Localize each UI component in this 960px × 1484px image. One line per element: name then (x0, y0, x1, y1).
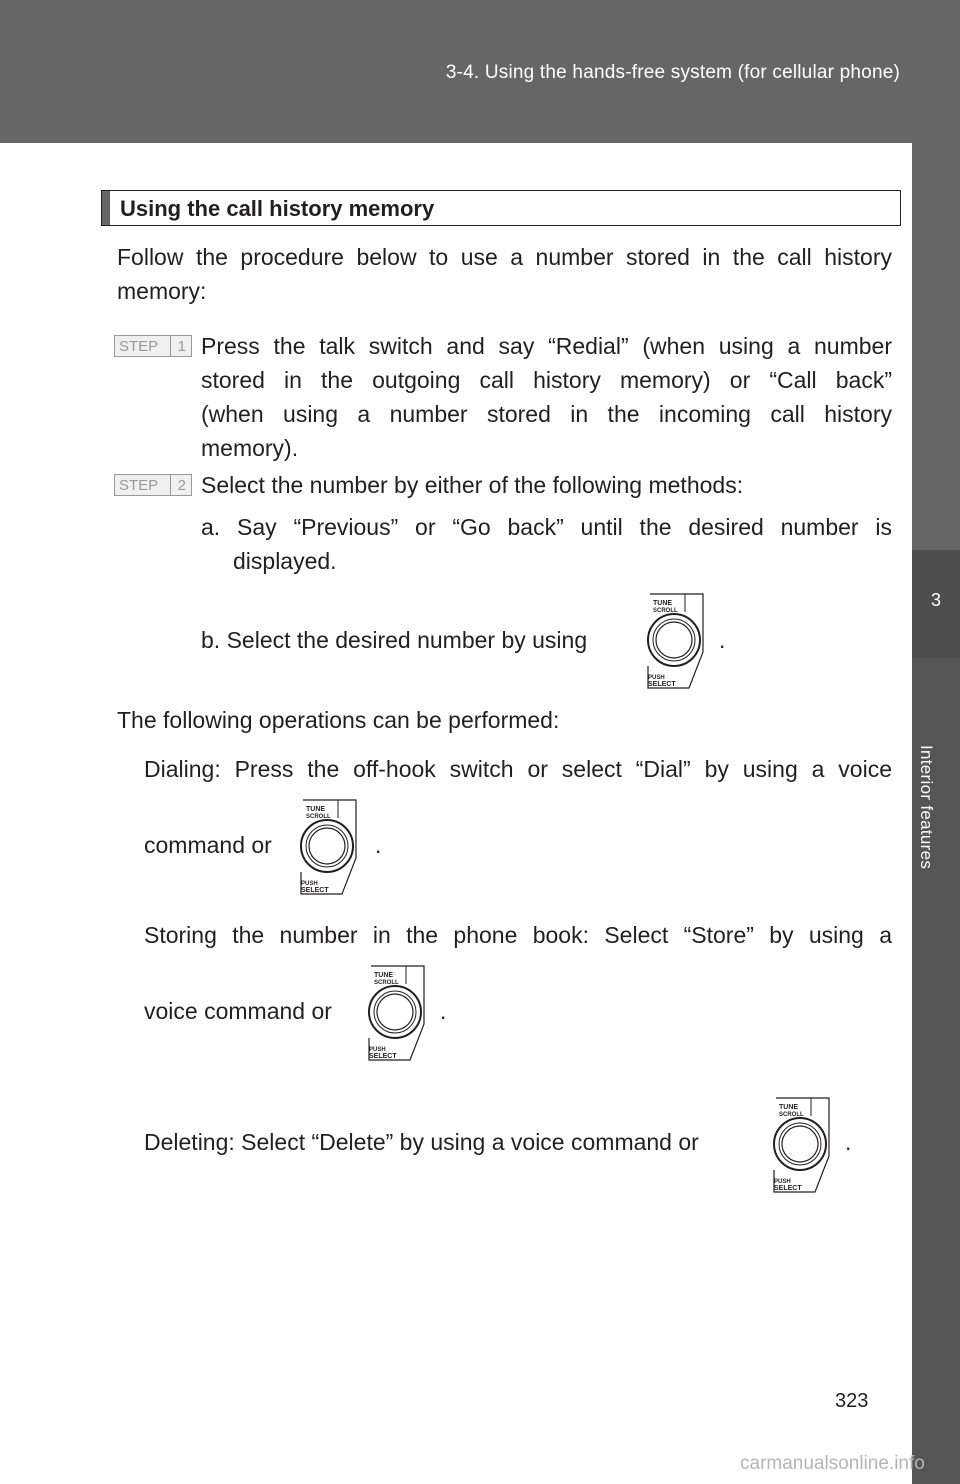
method-a-line-1: a. Say “Previous” or “Go back” until the… (201, 514, 892, 540)
tune-scroll-knob-icon: TUNE SCROLL PUSH SELECT (647, 593, 704, 689)
step-2-divider (170, 475, 171, 495)
step-1-line-1: Press the talk switch and say “Redial” (… (201, 333, 892, 359)
dialing-line-2: command or (144, 832, 272, 858)
chapter-label: Interior features (917, 745, 936, 870)
page-number: 323 (835, 1390, 869, 1412)
knob-label-select: SELECT (774, 1185, 802, 1192)
page-header: 3-4. Using the hands-free system (for ce… (0, 0, 960, 143)
knob-label-push: PUSH (648, 675, 665, 681)
side-tab-chapter (912, 550, 960, 658)
knob-label-scroll: SCROLL (653, 608, 678, 614)
step-1-line-2: stored in the outgoing call history memo… (201, 367, 892, 393)
deleting-period: . (845, 1129, 852, 1155)
deleting-line: Deleting: Select “Delete” by using a voi… (144, 1129, 699, 1155)
step-1-number: 1 (177, 338, 186, 355)
knob-label-tune: TUNE (653, 600, 672, 607)
knob-label-push: PUSH (301, 881, 318, 887)
step-1-word: STEP (119, 338, 159, 355)
method-a-line-2: displayed. (233, 548, 337, 574)
knob-label-select: SELECT (369, 1053, 397, 1060)
knob-label-select: SELECT (301, 887, 329, 894)
step-1-line-3: (when using a number stored in the incom… (201, 401, 892, 427)
knob-label-push: PUSH (774, 1179, 791, 1185)
knob-label-tune: TUNE (374, 972, 393, 979)
knob-label-scroll: SCROLL (779, 1112, 804, 1118)
tune-scroll-knob-icon: TUNE SCROLL PUSH SELECT (368, 965, 425, 1061)
knob-label-scroll: SCROLL (306, 814, 331, 820)
storing-line-2: voice command or (144, 998, 332, 1024)
knob-label-push: PUSH (369, 1047, 386, 1053)
watermark: carmanualsonline.info (740, 1453, 925, 1474)
step-1-badge: STEP 1 (114, 335, 192, 357)
side-tab-top (912, 143, 960, 550)
side-tab-bottom (912, 658, 960, 1484)
intro-line-2: memory: (117, 278, 207, 304)
operations-intro: The following operations can be performe… (117, 707, 560, 733)
method-b-period: . (719, 627, 726, 653)
storing-line-1: Storing the number in the phone book: Se… (144, 922, 892, 948)
section-heading: Using the call history memory (101, 190, 901, 226)
dialing-line-1: Dialing: Press the off-hook switch or se… (144, 756, 892, 782)
dialing-period: . (375, 832, 382, 858)
tune-scroll-knob-icon: TUNE SCROLL PUSH SELECT (300, 799, 357, 895)
knob-label-scroll: SCROLL (374, 980, 399, 986)
section-title: Using the call history memory (120, 196, 435, 221)
knob-label-tune: TUNE (306, 806, 325, 813)
step-1-divider (170, 336, 171, 356)
intro-line-1: Follow the procedure below to use a numb… (117, 244, 892, 270)
header-title: 3-4. Using the hands-free system (for ce… (445, 62, 900, 83)
method-b-text: b. Select the desired number by using (201, 627, 588, 653)
chapter-number: 3 (930, 590, 941, 610)
step-2-number: 2 (177, 477, 186, 494)
step-2-word: STEP (119, 477, 159, 494)
tune-scroll-knob-icon: TUNE SCROLL PUSH SELECT (773, 1097, 830, 1193)
section-heading-bar (102, 191, 110, 225)
step-2-badge: STEP 2 (114, 474, 192, 496)
knob-label-tune: TUNE (779, 1104, 798, 1111)
step-2-line-1: Select the number by either of the follo… (201, 472, 744, 498)
step-1-line-4: memory). (201, 435, 299, 461)
storing-period: . (440, 998, 447, 1024)
knob-label-select: SELECT (648, 681, 676, 688)
